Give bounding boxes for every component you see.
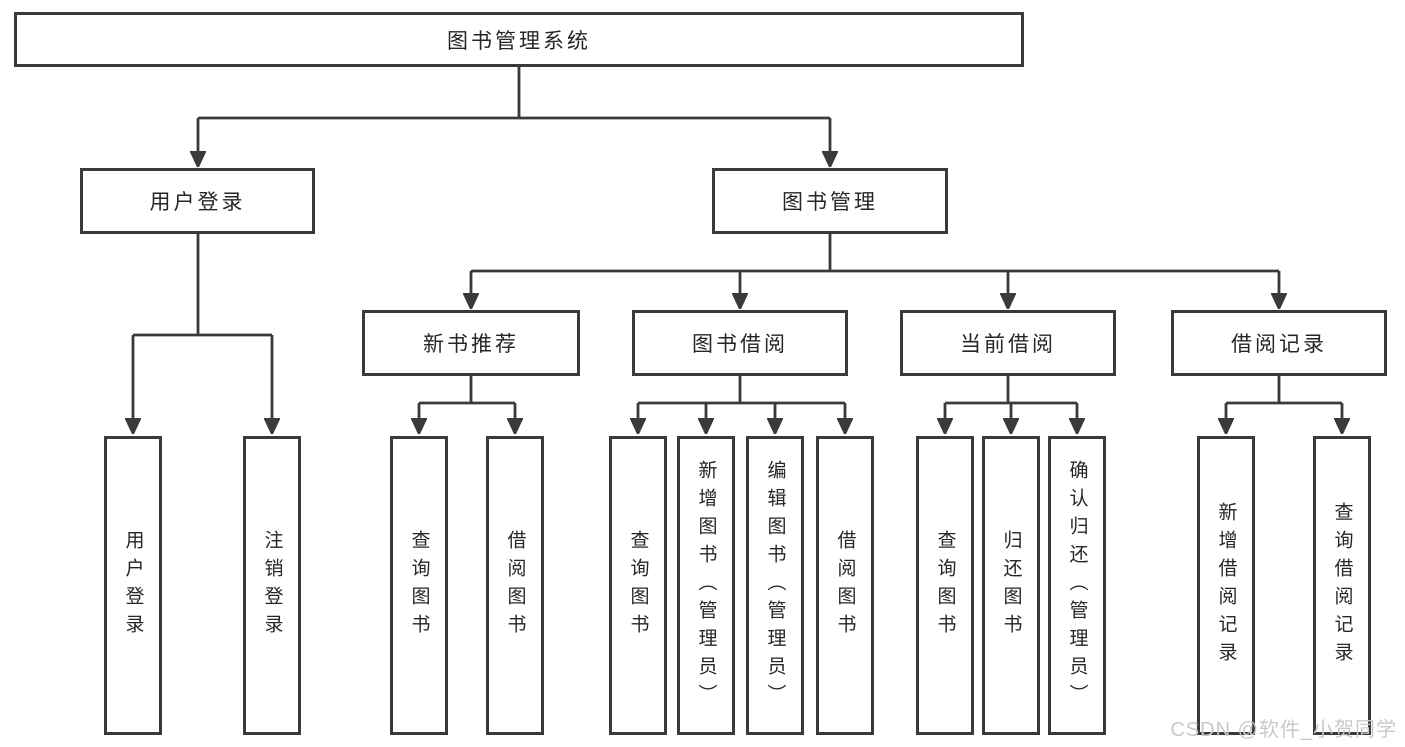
leaf-add-books-admin: 新增图书（管理员）: [677, 436, 735, 735]
leaf-label: 查询借阅记录: [1331, 501, 1353, 670]
leaf-edit-books-admin: 编辑图书（管理员）: [746, 436, 804, 735]
leaf-query-books-current: 查询图书: [916, 436, 974, 735]
leaf-label: 查询图书: [627, 529, 649, 642]
leaf-label: 编辑图书（管理员）: [764, 459, 786, 712]
leaf-label: 用户登录: [122, 529, 144, 642]
leaf-label: 归还图书: [1000, 529, 1022, 642]
leaf-query-books-borrow: 查询图书: [609, 436, 667, 735]
node-label: 图书管理系统: [447, 29, 591, 53]
node-label: 当前借阅: [960, 333, 1056, 356]
leaf-label: 查询图书: [408, 529, 430, 642]
node-label: 用户登录: [149, 191, 246, 214]
leaf-label: 借阅图书: [504, 529, 526, 642]
leaf-return-books: 归还图书: [982, 436, 1040, 735]
node-book-management: 图书管理: [712, 168, 948, 234]
node-label: 图书管理: [782, 191, 878, 214]
node-current-borrow: 当前借阅: [900, 310, 1116, 376]
leaf-logout: 注销登录: [243, 436, 301, 735]
leaf-label: 确认归还（管理员）: [1066, 459, 1088, 712]
node-borrow-records: 借阅记录: [1171, 310, 1387, 376]
csdn-watermark: CSDN @软件_小贺同学: [1170, 719, 1397, 741]
leaf-add-borrow-record: 新增借阅记录: [1197, 436, 1255, 735]
node-label: 图书借阅: [692, 333, 788, 356]
node-user-login: 用户登录: [80, 168, 315, 234]
leaf-label: 查询图书: [934, 529, 956, 642]
leaf-label: 注销登录: [261, 529, 283, 642]
node-label: 借阅记录: [1231, 333, 1327, 356]
leaf-borrow-books: 借阅图书: [816, 436, 874, 735]
leaf-confirm-return-admin: 确认归还（管理员）: [1048, 436, 1106, 735]
leaf-label: 借阅图书: [834, 529, 856, 642]
leaf-label: 新增图书（管理员）: [695, 459, 717, 712]
leaf-query-books-recommend: 查询图书: [390, 436, 448, 735]
leaf-label: 新增借阅记录: [1215, 501, 1237, 670]
node-label: 新书推荐: [423, 333, 519, 356]
leaf-user-login: 用户登录: [104, 436, 162, 735]
node-library-management-system: 图书管理系统: [14, 12, 1024, 67]
leaf-query-borrow-record: 查询借阅记录: [1313, 436, 1371, 735]
node-new-book-recommend: 新书推荐: [362, 310, 580, 376]
leaf-borrow-books-recommend: 借阅图书: [486, 436, 544, 735]
node-book-borrow: 图书借阅: [632, 310, 848, 376]
